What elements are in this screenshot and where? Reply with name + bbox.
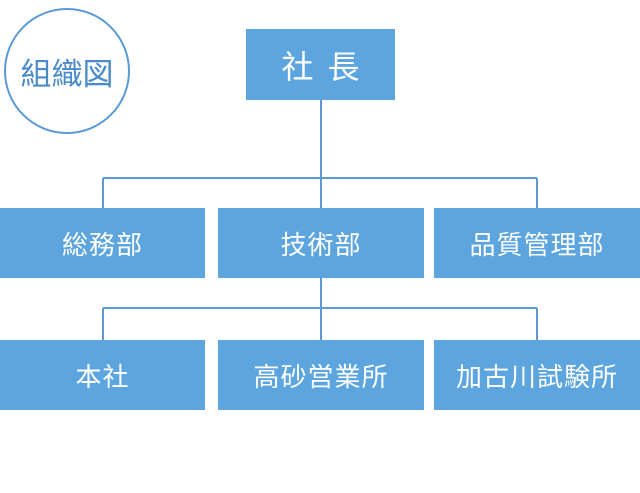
node-quality-control: 品質管理部 <box>434 208 640 278</box>
badge-label: 組織図 <box>20 56 114 93</box>
node-president-label: 社長 <box>281 47 374 86</box>
node-label: 高砂営業所 <box>253 362 389 393</box>
node-head-office: 本社 <box>0 340 205 410</box>
node-kakogawa-lab: 加古川試験所 <box>434 340 640 410</box>
org-chart-badge: 組織図 <box>4 8 130 134</box>
node-engineering: 技術部 <box>218 208 424 278</box>
node-label: 品質管理部 <box>469 230 605 261</box>
node-label: 総務部 <box>61 230 143 261</box>
node-label: 本社 <box>75 362 130 393</box>
node-general-affairs: 総務部 <box>0 208 205 278</box>
node-president: 社長 <box>246 29 395 100</box>
node-label: 技術部 <box>280 230 362 261</box>
node-label: 加古川試験所 <box>455 362 618 393</box>
node-takasago-office: 高砂営業所 <box>218 340 424 410</box>
